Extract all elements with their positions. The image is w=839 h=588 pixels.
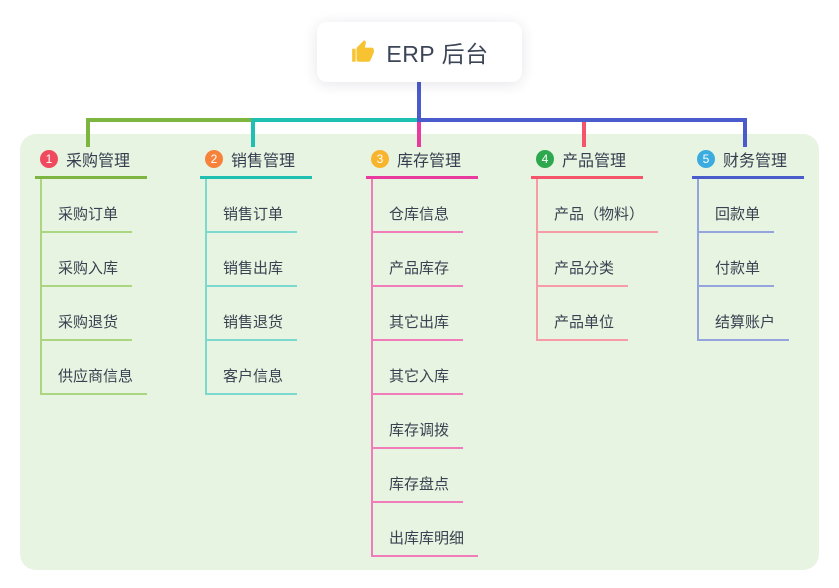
branch: 1 采购管理 采购订单 采购入库 采购退货 供应商信息 xyxy=(35,147,148,395)
child-node[interactable]: 产品（物料） xyxy=(538,179,659,233)
child-label: 其它入库 xyxy=(373,365,464,395)
child-node[interactable]: 采购订单 xyxy=(42,179,147,233)
child-label: 库存盘点 xyxy=(373,473,464,503)
child-label: 销售订单 xyxy=(207,203,298,233)
child-node[interactable]: 产品分类 xyxy=(538,233,643,287)
child-label: 采购退货 xyxy=(42,311,133,341)
branch: 2 销售管理 销售订单 销售出库 销售退货 客户信息 xyxy=(200,147,312,395)
child-node[interactable]: 销售出库 xyxy=(207,233,312,287)
child-node[interactable]: 结算账户 xyxy=(699,287,804,341)
branch-number-badge: 3 xyxy=(371,150,389,168)
child-node[interactable]: 出库库明细 xyxy=(373,503,479,557)
child-label: 销售出库 xyxy=(207,257,298,287)
child-node[interactable]: 仓库信息 xyxy=(373,179,478,233)
child-node[interactable]: 产品单位 xyxy=(538,287,643,341)
child-node[interactable]: 采购入库 xyxy=(42,233,147,287)
branch: 4 产品管理 产品（物料） 产品分类 产品单位 xyxy=(531,147,659,341)
child-label: 其它出库 xyxy=(373,311,464,341)
child-node[interactable]: 采购退货 xyxy=(42,287,147,341)
child-label: 供应商信息 xyxy=(42,365,148,395)
branch-node[interactable]: 1 采购管理 xyxy=(35,147,147,179)
root-label: ERP 后台 xyxy=(386,41,489,67)
bus-segment-green xyxy=(86,118,253,122)
child-node[interactable]: 销售退货 xyxy=(207,287,312,341)
child-label: 客户信息 xyxy=(207,365,298,395)
branch-number-badge: 1 xyxy=(40,150,58,168)
branch-label: 产品管理 xyxy=(562,153,627,170)
branch-node[interactable]: 4 产品管理 xyxy=(531,147,643,179)
branch-children: 产品（物料） 产品分类 产品单位 xyxy=(536,179,659,341)
branch-label: 销售管理 xyxy=(231,153,296,170)
child-node[interactable]: 库存盘点 xyxy=(373,449,478,503)
child-node[interactable]: 供应商信息 xyxy=(42,341,148,395)
branch-connector-line xyxy=(86,118,90,147)
child-label: 产品（物料） xyxy=(538,203,659,233)
branch-connector-line xyxy=(743,118,747,147)
branch-label: 采购管理 xyxy=(66,153,131,170)
child-label: 采购订单 xyxy=(42,203,133,233)
child-node[interactable]: 其它入库 xyxy=(373,341,478,395)
branch-children: 仓库信息 产品库存 其它出库 其它入库 库存调拨 库存盘点 出库库明细 xyxy=(371,179,479,557)
child-label: 产品单位 xyxy=(538,311,629,341)
branch: 5 财务管理 回款单 付款单 结算账户 xyxy=(692,147,804,341)
root-node[interactable]: ERP 后台 xyxy=(317,22,522,82)
child-node[interactable]: 产品库存 xyxy=(373,233,478,287)
branch-label: 库存管理 xyxy=(397,153,462,170)
branches-background-panel xyxy=(20,134,819,570)
child-label: 库存调拨 xyxy=(373,419,464,449)
child-node[interactable]: 回款单 xyxy=(699,179,804,233)
branch-node[interactable]: 5 财务管理 xyxy=(692,147,804,179)
branch-number-badge: 4 xyxy=(536,150,554,168)
child-label: 产品库存 xyxy=(373,257,464,287)
branch-connector-line xyxy=(582,122,586,147)
child-label: 回款单 xyxy=(699,203,775,233)
bus-segment-blue xyxy=(417,118,747,122)
branch-connector-line xyxy=(251,118,255,147)
child-label: 仓库信息 xyxy=(373,203,464,233)
branch-children: 回款单 付款单 结算账户 xyxy=(697,179,804,341)
child-node[interactable]: 其它出库 xyxy=(373,287,478,341)
branch-connector-line xyxy=(417,122,421,147)
child-node[interactable]: 客户信息 xyxy=(207,341,312,395)
branch-label: 财务管理 xyxy=(723,153,788,170)
child-label: 产品分类 xyxy=(538,257,629,287)
branch-children: 销售订单 销售出库 销售退货 客户信息 xyxy=(205,179,312,395)
branch-number-badge: 2 xyxy=(205,150,223,168)
branch-number-badge: 5 xyxy=(697,150,715,168)
child-node[interactable]: 销售订单 xyxy=(207,179,312,233)
bus-segment-teal xyxy=(251,118,417,122)
child-node[interactable]: 库存调拨 xyxy=(373,395,478,449)
child-label: 出库库明细 xyxy=(373,527,479,557)
child-label: 付款单 xyxy=(699,257,775,287)
branch-node[interactable]: 2 销售管理 xyxy=(200,147,312,179)
branch: 3 库存管理 仓库信息 产品库存 其它出库 其它入库 库存调拨 库存盘点 出库库… xyxy=(366,147,479,557)
child-label: 采购入库 xyxy=(42,257,133,287)
branch-node[interactable]: 3 库存管理 xyxy=(366,147,478,179)
branch-children: 采购订单 采购入库 采购退货 供应商信息 xyxy=(40,179,148,395)
child-node[interactable]: 付款单 xyxy=(699,233,804,287)
child-label: 结算账户 xyxy=(699,311,790,341)
root-connector-line xyxy=(417,80,421,118)
thumbs-up-icon xyxy=(350,39,376,65)
child-label: 销售退货 xyxy=(207,311,298,341)
